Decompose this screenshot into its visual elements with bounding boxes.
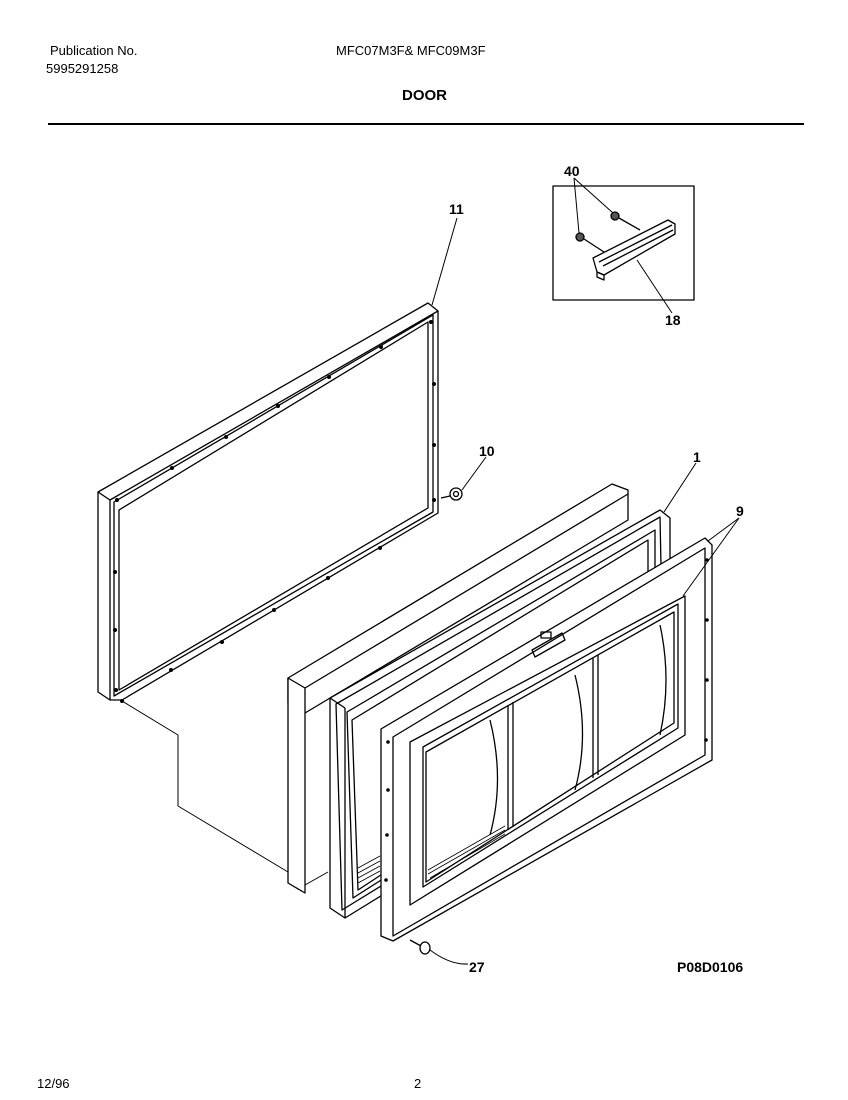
publication-number: 5995291258 xyxy=(46,61,119,76)
handle-inset xyxy=(552,185,695,301)
callout-9: 9 xyxy=(736,503,744,519)
callout-11: 11 xyxy=(449,201,464,217)
part-10-plug xyxy=(440,487,463,501)
model-numbers: MFC07M3F& MFC09M3F xyxy=(336,43,486,58)
part-9-outer-door xyxy=(380,537,713,942)
part-27-screw xyxy=(409,939,431,955)
header-rule xyxy=(48,123,804,125)
callout-18: 18 xyxy=(665,312,681,328)
drawing-code: P08D0106 xyxy=(677,959,744,975)
page-number: 2 xyxy=(414,1076,422,1091)
callout-1: 1 xyxy=(693,449,701,465)
callout-10: 10 xyxy=(479,443,495,459)
footer-date: 12/96 xyxy=(37,1076,70,1091)
callout-27: 27 xyxy=(469,959,485,975)
part-11-liner xyxy=(97,302,439,703)
insulation-block xyxy=(287,483,629,894)
callout-40: 40 xyxy=(564,163,580,179)
page-title: DOOR xyxy=(402,87,447,104)
publication-label: Publication No. xyxy=(50,43,138,58)
